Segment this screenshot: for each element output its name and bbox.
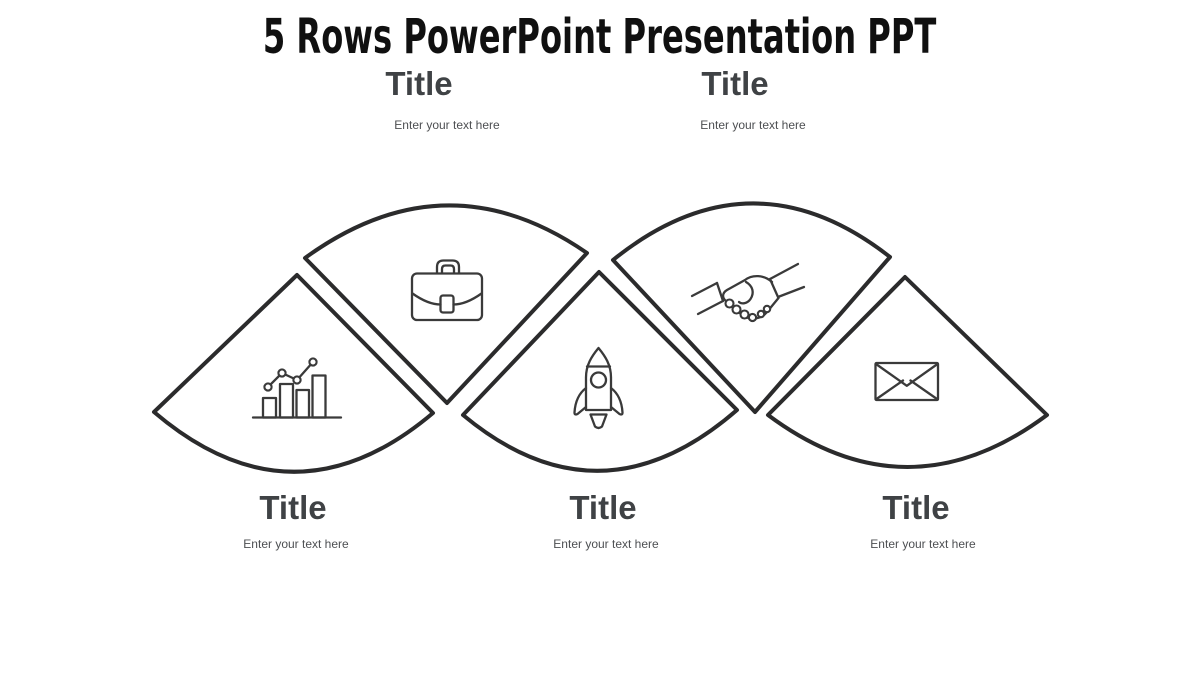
petal-business bbox=[303, 203, 589, 405]
petal-shape bbox=[766, 275, 1049, 469]
bottom-title-1: Title bbox=[259, 489, 327, 526]
petal-shape bbox=[303, 203, 589, 405]
bottom-title-3: Title bbox=[882, 489, 950, 526]
petal-shape bbox=[461, 270, 739, 473]
petal-launch bbox=[461, 270, 739, 473]
envelope-icon bbox=[874, 361, 940, 402]
top-subtitle-1: Enter your text here bbox=[394, 118, 500, 132]
briefcase-icon bbox=[410, 259, 484, 322]
bottom-subtitle-3: Enter your text here bbox=[870, 537, 976, 551]
bar-chart-icon bbox=[251, 357, 343, 419]
petal-analytics bbox=[152, 273, 435, 474]
petal-shape bbox=[152, 273, 435, 474]
main-title-text: 5 Rows PowerPoint Presentation PPT bbox=[263, 9, 937, 65]
bottom-subtitle-1: Enter your text here bbox=[243, 537, 349, 551]
rocket-icon bbox=[573, 346, 624, 430]
petal-mail bbox=[766, 275, 1049, 469]
bottom-title-2: Title bbox=[569, 489, 637, 526]
petal-partnership bbox=[611, 201, 892, 414]
bottom-subtitle-2: Enter your text here bbox=[553, 537, 659, 551]
top-title-1: Title bbox=[385, 65, 453, 102]
top-subtitle-2: Enter your text here bbox=[700, 118, 806, 132]
handshake-icon bbox=[690, 262, 806, 323]
main-title: 5 Rows PowerPoint Presentation PPT bbox=[0, 13, 1200, 61]
top-title-2: Title bbox=[701, 65, 769, 102]
petal-shape bbox=[611, 201, 892, 414]
